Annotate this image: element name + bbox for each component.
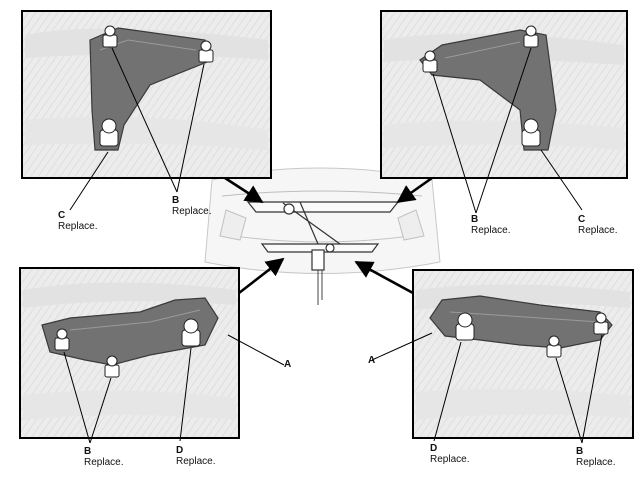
callout-letter: B <box>172 195 180 206</box>
callout-a-left: A <box>284 359 291 370</box>
callout-letter: B <box>471 214 479 225</box>
callout-letter: B <box>84 446 92 457</box>
callout-d-bottom-right: D Replace. <box>430 443 469 465</box>
leader-lines <box>63 47 603 444</box>
bolt-icon <box>54 328 70 351</box>
bolt-icon <box>455 312 475 341</box>
inset-top-right <box>380 10 628 179</box>
arrow-icon <box>354 260 414 295</box>
callout-note: Replace. <box>58 221 98 232</box>
bolt-icon <box>99 118 119 147</box>
callout-note: Replace. <box>172 206 212 217</box>
bolt-icon <box>104 355 120 378</box>
bolt-icon <box>198 40 214 63</box>
arrow-icon <box>396 176 433 204</box>
center-subframe-overview <box>204 167 441 305</box>
bolt-icon <box>521 118 541 147</box>
callout-b-top-right: B Replace. <box>471 214 510 236</box>
arrow-icon <box>238 257 285 295</box>
callout-b-bottom-left: B Replace. <box>84 446 123 468</box>
bolt-icon <box>546 335 562 358</box>
inset-top-left <box>21 10 272 179</box>
callout-letter: C <box>58 210 66 221</box>
callout-note: Replace. <box>471 225 511 236</box>
arrow-icon <box>224 176 264 204</box>
callout-b-bottom-right: B Replace. <box>576 446 615 468</box>
bolt-icon <box>422 50 438 73</box>
callout-letter: D <box>176 445 184 456</box>
callout-note: Replace. <box>578 225 618 236</box>
callout-c-top-right: C Replace. <box>578 214 617 236</box>
callout-letter: A <box>284 359 292 370</box>
callout-note: Replace. <box>84 457 124 468</box>
inset-bottom-left <box>19 267 240 439</box>
callout-d-bottom-left: D Replace. <box>176 445 215 467</box>
callout-note: Replace. <box>576 457 616 468</box>
callout-b-top-left: B Replace. <box>172 195 211 217</box>
callout-note: Replace. <box>430 454 470 465</box>
bolt-icon <box>102 25 118 48</box>
pointer-arrows <box>224 176 433 295</box>
bolt-icon <box>593 312 609 335</box>
callout-letter: A <box>368 355 376 366</box>
bolt-icon <box>181 318 201 347</box>
callout-letter: D <box>430 443 438 454</box>
callout-letter: B <box>576 446 584 457</box>
callout-a-right: A <box>368 355 375 366</box>
inset-bottom-right <box>412 269 634 439</box>
callout-letter: C <box>578 214 586 225</box>
callout-note: Replace. <box>176 456 216 467</box>
bolt-icon <box>523 25 539 48</box>
callout-c-top-left: C Replace. <box>58 210 97 232</box>
